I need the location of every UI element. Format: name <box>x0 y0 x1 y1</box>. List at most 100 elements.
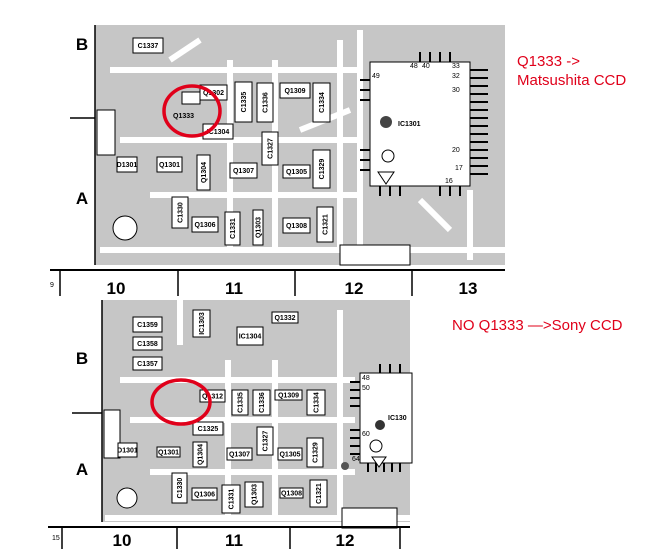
component-body <box>309 479 328 508</box>
ic-label: IC130 <box>388 415 407 422</box>
component-label: C1336 <box>263 92 270 113</box>
pin-number: 40 <box>422 63 430 70</box>
component-label: Q1309 <box>284 88 305 95</box>
component-label: D1301 <box>117 162 138 169</box>
component-body <box>282 217 311 234</box>
component-body <box>279 82 311 99</box>
component: C1330 <box>171 472 188 504</box>
edge-mark: 15 <box>52 535 60 542</box>
annotation-line: Q1333 -> <box>517 53 580 70</box>
component-label: C1321 <box>323 214 330 235</box>
component-label: C1329 <box>319 159 326 180</box>
component-body <box>234 81 253 123</box>
component-label: Q1303 <box>252 484 259 505</box>
component: Q1303 <box>244 481 264 508</box>
row-label: A <box>76 189 88 208</box>
annotation-line: Matsushita CCD <box>517 72 627 89</box>
pin-number: 20 <box>452 147 460 154</box>
component-label: Q1303 <box>256 217 263 238</box>
component-label: IC1304 <box>207 129 230 136</box>
mounting-hole <box>112 215 138 241</box>
row-label: B <box>76 35 88 54</box>
q1333-component: Q1333 <box>173 91 201 120</box>
component-body <box>261 131 279 166</box>
component-body <box>191 216 219 233</box>
component-label: C1327 <box>263 431 270 452</box>
component: C1357 <box>132 356 163 371</box>
component: C1359 <box>132 316 163 333</box>
component-label: C1336 <box>259 392 266 413</box>
component: C1321 <box>316 206 334 243</box>
component-body <box>132 37 164 54</box>
component: C1331 <box>221 484 241 514</box>
component-body <box>256 426 274 456</box>
component-body <box>171 472 188 504</box>
component-label: Q1304 <box>198 444 205 465</box>
component: Q1332 <box>271 311 299 324</box>
component-body <box>156 446 181 458</box>
component-label: C1359 <box>137 322 158 329</box>
component-label: C1321 <box>316 483 323 504</box>
column-label: 11 <box>225 531 243 549</box>
component: Q1304 <box>192 441 208 468</box>
component-label: Q1307 <box>233 168 254 175</box>
component: Q1309 <box>274 389 303 401</box>
component-label: Q1306 <box>194 492 215 499</box>
component: IC1304 <box>236 326 264 346</box>
component-body <box>271 311 299 324</box>
component-label: Q1312 <box>202 394 223 401</box>
column-label: 10 <box>113 531 132 549</box>
component-body <box>312 149 331 189</box>
pin-number: 33 <box>452 63 460 70</box>
component-body <box>252 389 271 416</box>
component: C1335 <box>231 389 249 416</box>
component-label: Q1305 <box>286 169 307 176</box>
ic-label: IC1301 <box>398 121 421 128</box>
component-label: C1335 <box>241 92 248 113</box>
top-ruler: 9 10 11 12 13 B A <box>50 35 505 298</box>
component: C1334 <box>312 82 331 123</box>
component: C1358 <box>132 336 163 351</box>
component: C1337 <box>132 37 164 54</box>
q1333-label: Q1333 <box>173 113 194 120</box>
component: Q1309 <box>279 82 311 99</box>
component-body <box>282 164 311 179</box>
column-label: 10 <box>107 279 126 298</box>
component-body <box>196 154 211 191</box>
component-label: Q1309 <box>278 393 299 400</box>
component-label: C1357 <box>137 361 158 368</box>
component-label: IC1304 <box>239 334 262 341</box>
component-body <box>156 156 183 173</box>
component-label: C1334 <box>314 392 321 413</box>
component-label: Q1301 <box>159 162 180 169</box>
component: C1334 <box>306 389 326 416</box>
pin-number: 64 <box>352 456 360 463</box>
component-label: Q1332 <box>274 315 295 322</box>
component-label: Q1308 <box>286 223 307 230</box>
pin-number: 30 <box>452 87 460 94</box>
column-label: 12 <box>345 279 364 298</box>
component-label: C1331 <box>230 218 237 239</box>
component: Q1307 <box>226 447 253 461</box>
component-label: C1329 <box>313 442 320 463</box>
component-body <box>224 211 241 246</box>
component: Q1305 <box>282 164 311 179</box>
component: Q1308 <box>279 487 304 499</box>
component: Q1304 <box>196 154 211 191</box>
component-label: C1358 <box>137 341 158 348</box>
bottom-ruler: 15 10 11 12 B A <box>48 349 410 549</box>
component-body <box>132 316 163 333</box>
component: Q1303 <box>252 209 264 246</box>
component-label: C1330 <box>177 478 184 499</box>
sony-annotation: NO Q1333 —>Sony CCD <box>452 317 623 334</box>
component-body <box>312 82 331 123</box>
row-label: A <box>76 460 88 479</box>
component-label: C1325 <box>198 426 219 433</box>
component-body <box>252 209 264 246</box>
mounting-hole <box>116 487 138 509</box>
component-body <box>279 487 304 499</box>
component: D1301 <box>117 442 138 458</box>
matsushita-annotation: Q1333 -> Matsushita CCD <box>517 52 626 90</box>
